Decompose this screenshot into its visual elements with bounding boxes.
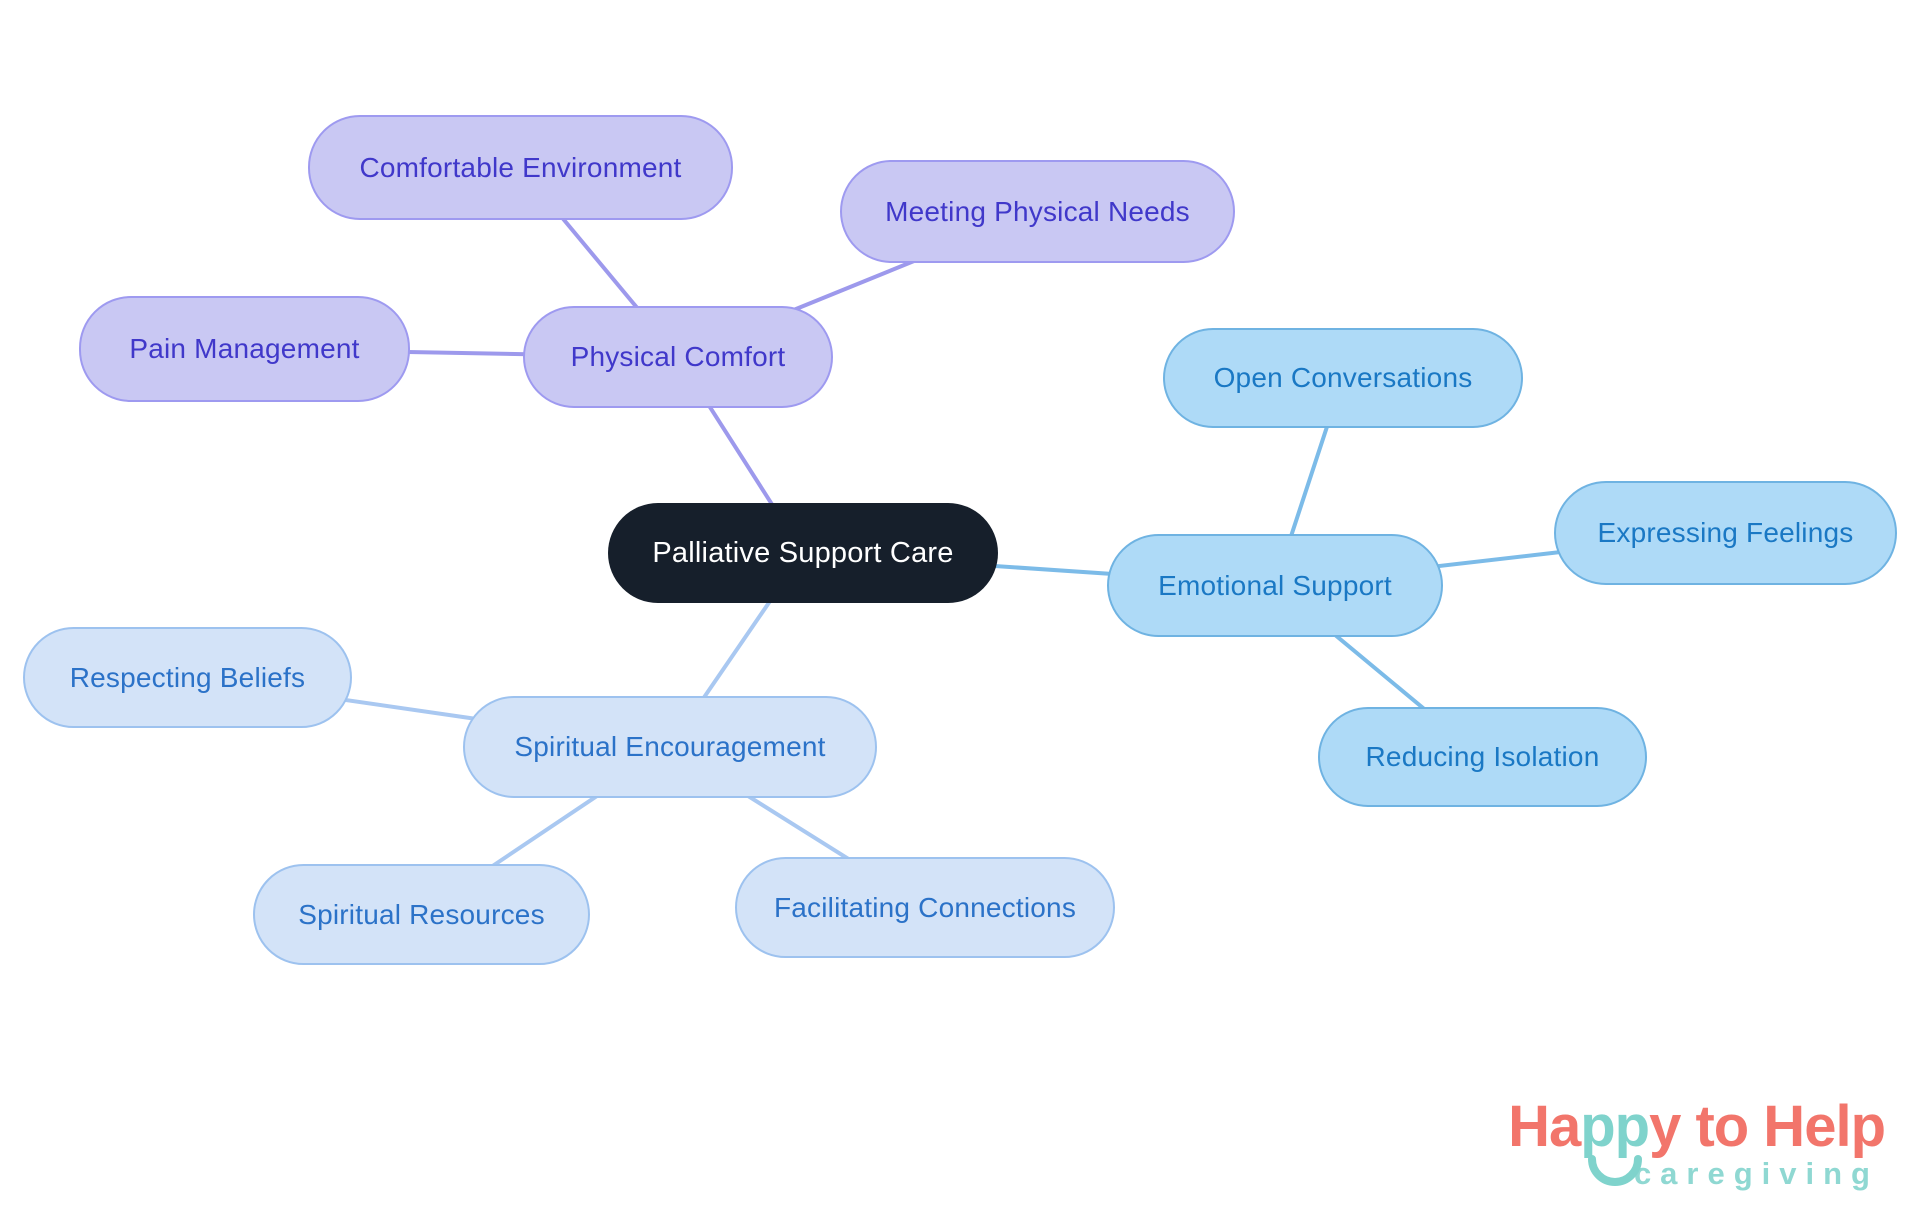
node-meeting-physical-needs[interactable]: Meeting Physical Needs [840, 160, 1235, 263]
node-open-conversations[interactable]: Open Conversations [1163, 328, 1523, 428]
node-physical-comfort[interactable]: Physical Comfort [523, 306, 833, 408]
node-spiritual-resources[interactable]: Spiritual Resources [253, 864, 590, 965]
node-facilitating-connections[interactable]: Facilitating Connections [735, 857, 1115, 958]
node-expressing-feelings[interactable]: Expressing Feelings [1554, 481, 1897, 585]
node-reducing-isolation[interactable]: Reducing Isolation [1318, 707, 1647, 807]
node-comfortable-environment[interactable]: Comfortable Environment [308, 115, 733, 220]
node-spiritual-encouragement[interactable]: Spiritual Encouragement [463, 696, 877, 798]
node-respecting-beliefs[interactable]: Respecting Beliefs [23, 627, 352, 728]
logo-tagline: caregiving [1633, 1156, 1879, 1191]
node-emotional-support[interactable]: Emotional Support [1107, 534, 1443, 637]
smile-icon [1587, 1155, 1642, 1186]
logo-text-pp: pp [1580, 1098, 1650, 1186]
node-pain-management[interactable]: Pain Management [79, 296, 410, 402]
node-palliative-support-care[interactable]: Palliative Support Care [608, 503, 998, 603]
logo-text-y-to-help: y to Help [1649, 1094, 1886, 1159]
logo-text-ha: Ha [1508, 1094, 1581, 1159]
